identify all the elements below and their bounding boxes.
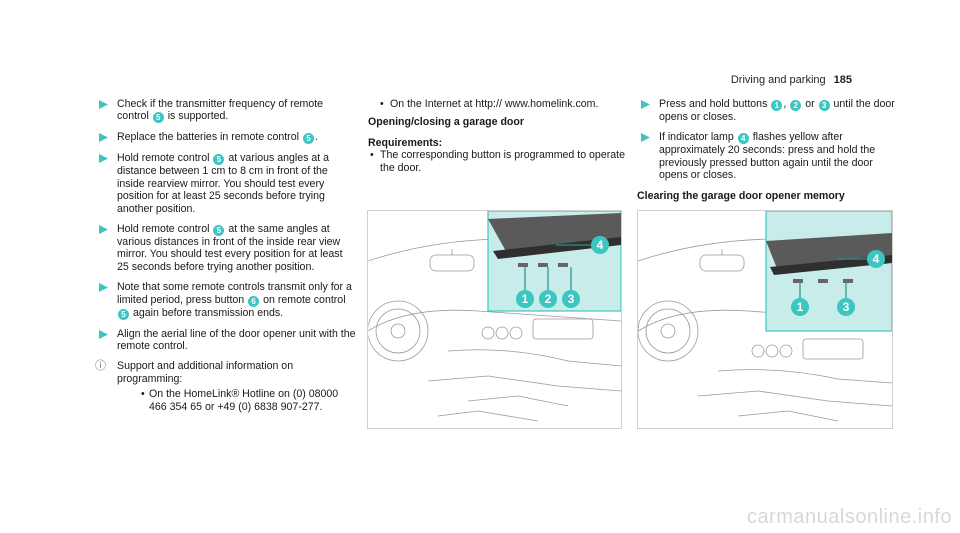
- internet-bullet: •On the Internet at http:// www.homelink…: [380, 98, 599, 110]
- page-number: 185: [833, 74, 852, 86]
- step-check-frequency: Check if the transmitter frequency of re…: [95, 98, 357, 124]
- car-interior-illustration: 1 3 4: [638, 211, 892, 422]
- callout-label: 1: [797, 300, 804, 314]
- section-heading-opening: Opening/closing a garage door: [368, 116, 524, 129]
- step-arrow-icon: [99, 154, 108, 164]
- info-note: ⓘ Support and additional information on …: [95, 360, 357, 413]
- column-middle: •On the Internet at http:// www.homelink…: [368, 98, 626, 180]
- section-title: Driving and parking: [730, 74, 826, 86]
- step-arrow-icon: [641, 100, 650, 109]
- step-arrow-icon: [99, 100, 108, 109]
- figure-clearing-memory: 1 3 4: [637, 210, 893, 429]
- page-header: Driving and parking 185: [731, 74, 852, 86]
- section-heading-clearing: Clearing the garage door opener memory: [637, 189, 845, 202]
- column-right: Press and hold buttons 1, 2 or 3 until t…: [637, 98, 897, 210]
- watermark: carmanualsonline.info: [746, 506, 952, 528]
- figure-opening-garage-door: 1 2 3 4: [367, 210, 622, 429]
- step-hold-distances: Hold remote control 5 at the same angles…: [95, 223, 357, 273]
- column-left: Check if the transmitter frequency of re…: [95, 98, 357, 413]
- step-arrow-icon: [99, 225, 108, 235]
- callout-label: 3: [843, 300, 850, 314]
- step-arrow-icon: [99, 329, 108, 339]
- step-hold-angles: Hold remote control 5 at various angles …: [95, 152, 357, 215]
- step-arrow-icon: [99, 133, 108, 143]
- car-interior-illustration: 1 2 3 4: [368, 211, 621, 428]
- step-arrow-icon: [99, 283, 108, 293]
- step-align-aerial: Align the aerial line of the door opener…: [95, 328, 357, 353]
- info-icon: ⓘ: [95, 360, 106, 373]
- step-limited-period: Note that some remote controls transmit …: [95, 281, 357, 320]
- hotline-bullet: •On the HomeLink® Hotline on (0) 08000 4…: [141, 388, 339, 413]
- callout-label: 4: [873, 252, 880, 266]
- step-replace-batteries: Replace the batteries in remote control …: [95, 131, 357, 145]
- step-indicator-lamp: If indicator lamp 4 flashes yellow after…: [637, 131, 897, 181]
- callout-label: 3: [568, 292, 575, 306]
- requirements-label: Requirements:: [368, 136, 443, 149]
- step-arrow-icon: [641, 133, 650, 143]
- callout-label: 1: [522, 292, 529, 306]
- requirements-bullet: •The corresponding button is programmed …: [370, 149, 625, 174]
- step-press-hold: Press and hold buttons 1, 2 or 3 until t…: [637, 98, 897, 123]
- callout-label: 2: [545, 292, 552, 306]
- callout-label: 4: [597, 238, 604, 252]
